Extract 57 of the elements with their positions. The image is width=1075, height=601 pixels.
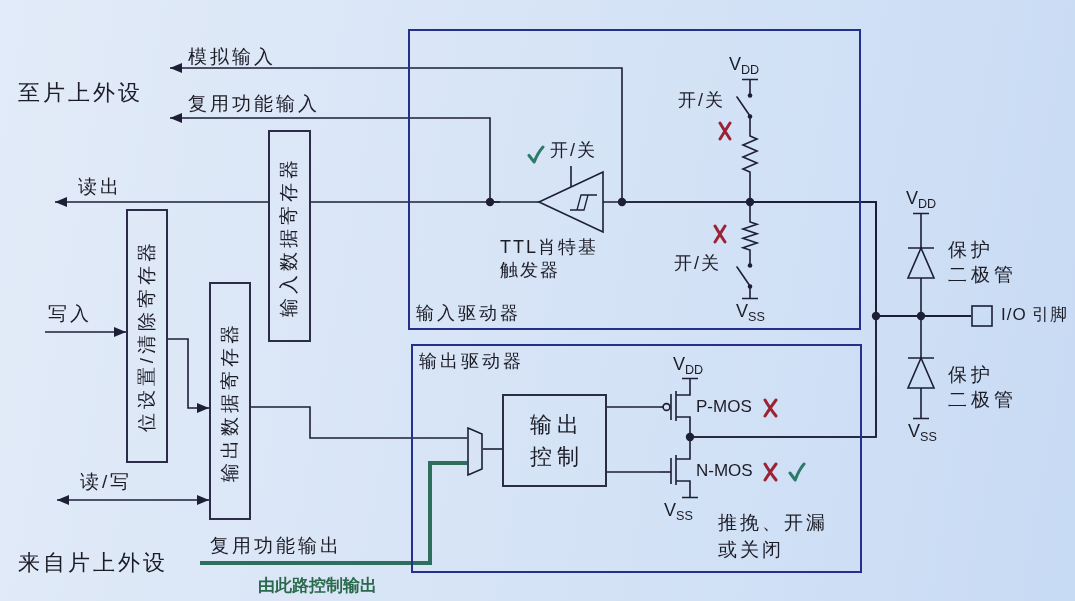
wire [482,448,503,450]
diode-symbol [906,232,936,290]
double-headed-arrow [56,495,210,505]
enable-label: 开/关 [550,140,597,161]
supply-label: V$_{SS}$ [736,301,765,322]
driver-box [411,344,862,573]
register-box [268,130,311,342]
peripheral-label: 至片上外设 [18,79,143,107]
supply-label: V$_{DD}$ [673,354,704,375]
signal-arrow [44,327,127,337]
nmos-transistor-symbol [660,452,694,488]
signal-arrow [169,113,501,203]
multiplexer-symbol [467,427,483,476]
signal-arrow [54,197,269,207]
wire [606,471,661,473]
mode-note: 推挽、开漏或关闭 [718,511,829,562]
diode-symbol [906,342,936,400]
supply-label: V$_{DD}$ [729,54,760,75]
wire [749,253,751,263]
switch-label: 开/关 [674,253,721,274]
driver-box [408,29,861,330]
switch-label: 开/关 [678,90,725,111]
register-label: 位设置/清除寄存器 [136,239,158,433]
control-box [502,394,607,487]
wire [250,406,468,439]
driver-label: 输出驱动器 [419,351,524,372]
pin-label: I/O 引脚 [1001,305,1069,325]
edge-label: 读出 [78,176,122,198]
edge-label: 复用功能输出 [210,535,342,557]
trigger-label: TTL肖特基触发器 [500,236,599,281]
register-label: 输入数据寄存器 [279,155,300,317]
driver-label: 输入驱动器 [416,303,521,324]
control-label: 输出控制 [529,410,585,471]
annotation-text: 由此路控制输出 [258,576,377,596]
edge-label: 模拟输入 [188,46,276,68]
diode-label: 保护二极管 [948,238,1018,287]
pmos-transistor-symbol [660,388,694,424]
supply-label: V$_{SS}$ [908,421,937,442]
supply-label: V$_{SS}$ [664,500,693,521]
highlighted-wire [200,461,467,565]
edge-label: 复用功能输入 [188,93,320,115]
resistor-symbol [740,132,760,176]
register-box [126,209,168,463]
resistor-symbol [740,218,760,254]
register-label: 输出数据寄存器 [219,320,241,482]
wire [606,406,661,408]
edge-label: 读/写 [80,471,133,493]
pin-pad [971,305,993,327]
supply-label: V$_{DD}$ [906,188,937,209]
transistor-label: N-MOS [696,461,753,481]
peripheral-label: 来自片上外设 [18,549,168,577]
wire [749,119,751,133]
diode-label: 保护二极管 [948,363,1018,412]
signal-arrow [167,338,210,413]
register-box [209,282,251,520]
edge-label: 写入 [48,303,92,325]
transistor-label: P-MOS [696,397,752,417]
